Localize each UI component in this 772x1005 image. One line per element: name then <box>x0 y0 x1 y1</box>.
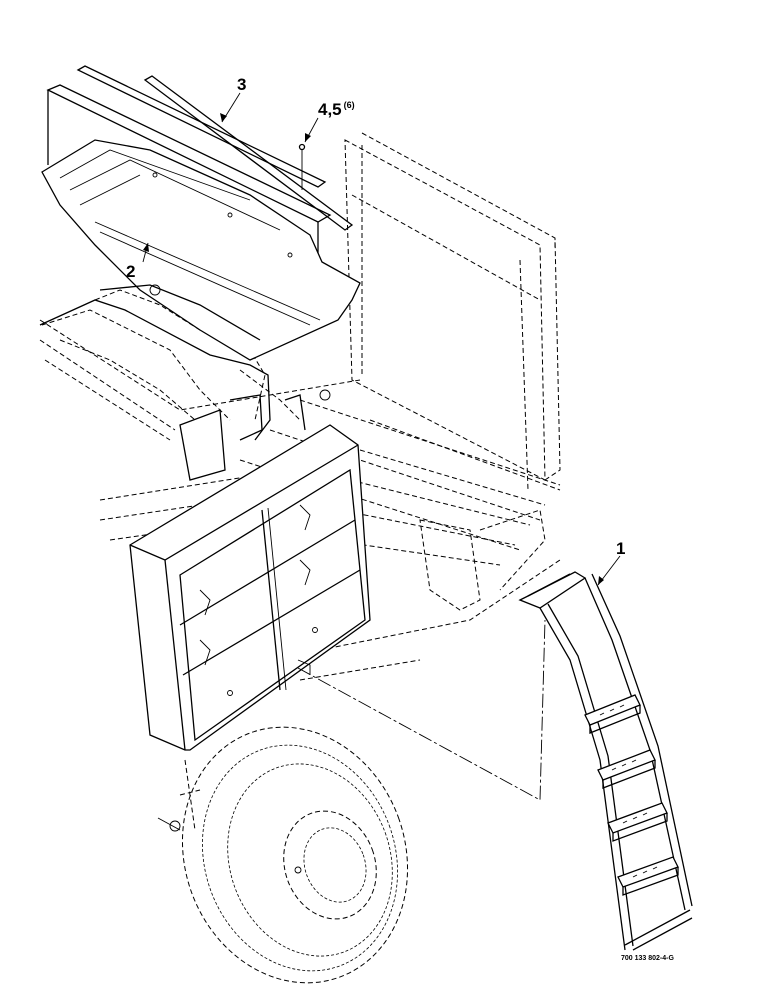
wheel-icon <box>157 726 409 984</box>
callout-4-5-qty: (6) <box>343 100 355 110</box>
figure-ref-number: 700 133 802-4-G <box>621 955 674 962</box>
storage-rack <box>129 424 371 751</box>
callout-3: 3 <box>237 75 247 94</box>
callout-4-5-label: 4,5 <box>318 100 342 119</box>
leader-arrows <box>142 92 621 586</box>
callout-1: 1 <box>616 539 626 558</box>
callout-2: 2 <box>126 262 136 281</box>
ladder-icon <box>518 571 693 951</box>
callout-4-5: 4,5(6) <box>318 100 355 119</box>
trim-strip <box>76 65 354 231</box>
hitch-bracket <box>39 284 331 481</box>
mounting-line <box>297 619 546 801</box>
shield-plate <box>41 139 361 361</box>
bolt-icon <box>298 143 306 190</box>
